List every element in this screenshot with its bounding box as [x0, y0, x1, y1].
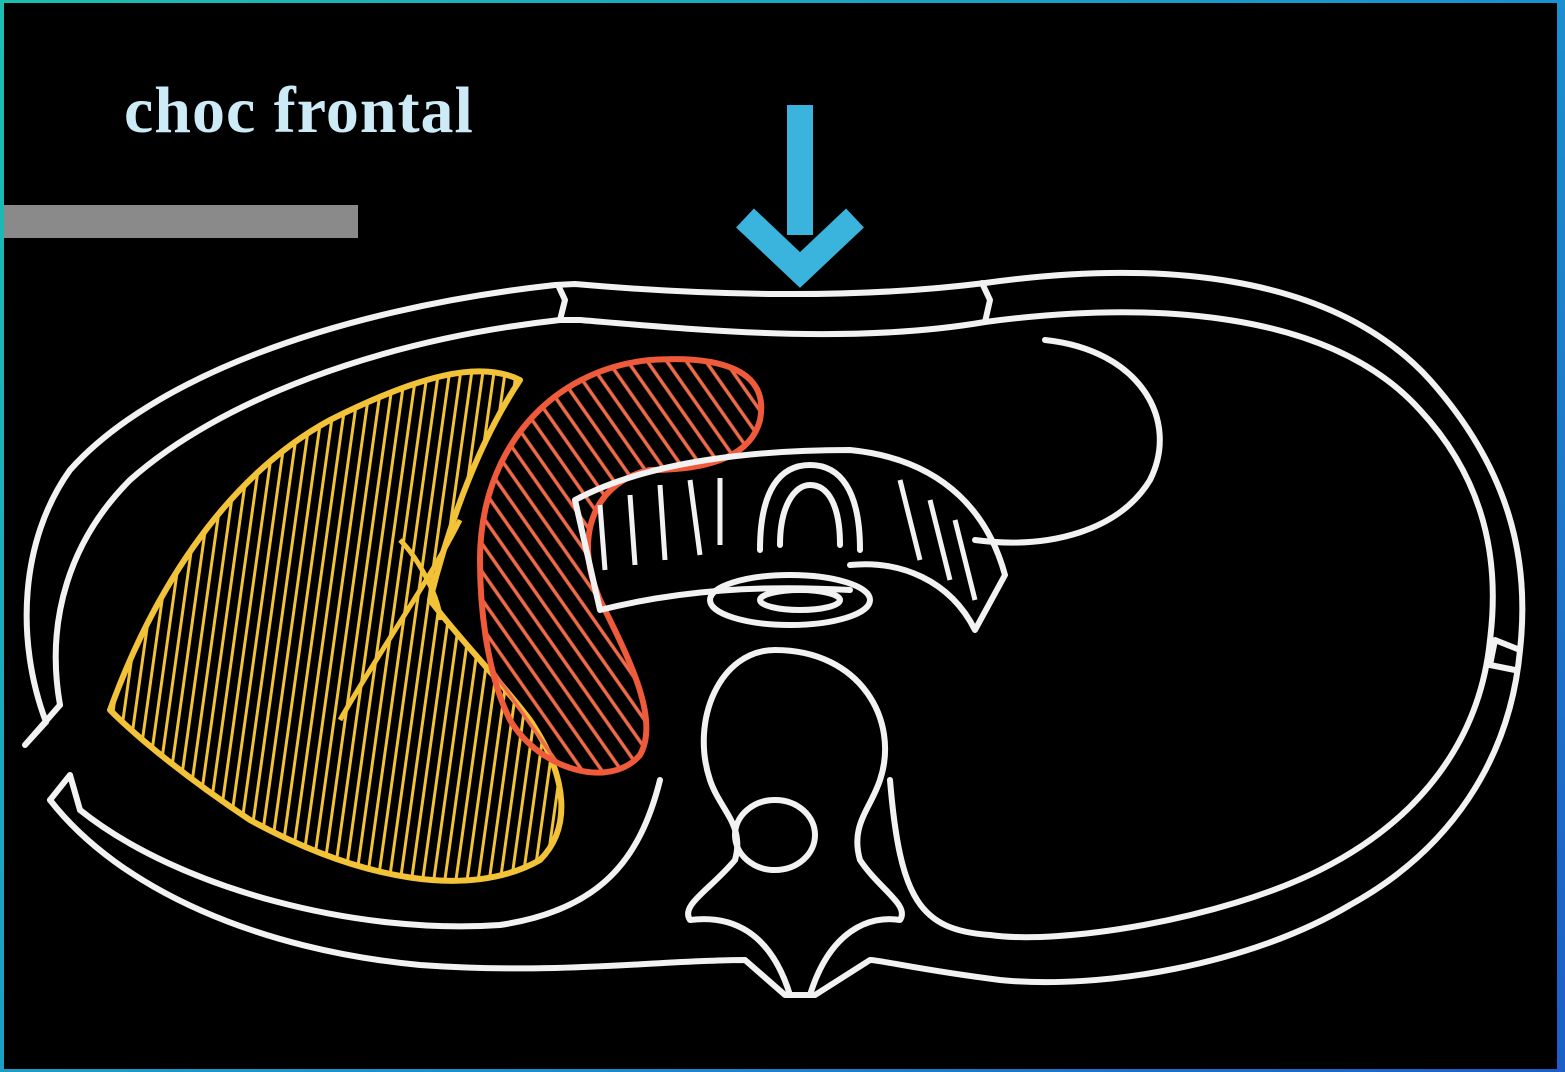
stomach-outline [975, 340, 1160, 543]
down-arrow-icon [745, 105, 855, 270]
spinal-canal [735, 800, 815, 870]
aorta-arch [760, 465, 860, 550]
thorax-cross-section-diagram [4, 3, 1557, 1069]
kidney [480, 359, 761, 773]
vessel-oval [710, 575, 870, 625]
slide: choc frontal [4, 3, 1557, 1069]
vertebra [688, 650, 902, 995]
diaphragm-striations [600, 478, 975, 600]
